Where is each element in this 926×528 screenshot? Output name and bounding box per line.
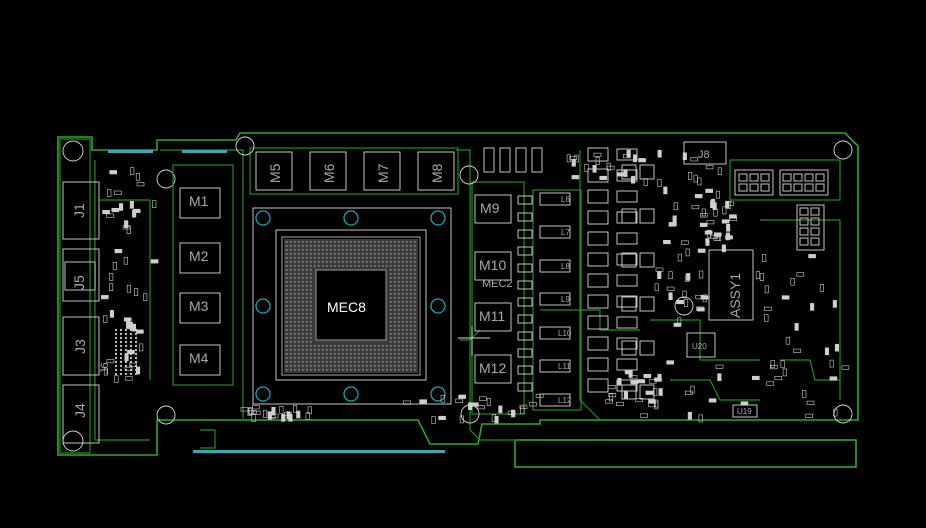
io-connector-j1: J1 [62,181,100,240]
gpu-label: MEC8 [327,299,366,315]
label-m8: M8 [429,163,445,183]
svg-text:U19: U19 [737,407,752,416]
label-m12: M12 [479,360,506,376]
gpu-mount-hole [343,210,359,226]
svg-text:L12: L12 [558,396,572,405]
svg-text:L10: L10 [558,329,572,338]
svg-text:L6: L6 [561,195,570,204]
label-m5: M5 [267,163,283,183]
label-m6: M6 [321,163,337,183]
gpu-mount-hole [255,210,271,226]
inductor-l6: L6 [539,192,571,206]
gpu-mount-hole [430,298,446,314]
label-m11: M11 [479,308,505,324]
memory-chip-m11: M11 [474,302,512,332]
assy-label: ASSY1 [727,273,743,318]
memory-chip-m12: M12 [474,354,512,384]
memory-chip-m1: M1 [179,187,221,219]
memory-row-top: M5 M6 M7 M8 [255,151,455,191]
label-j8: J8 [698,149,710,161]
inductor-column: L6 L7 L8 L9 L10 L11 L12 [532,189,582,411]
label-m10: M10 [479,257,506,273]
memory-chip-m5: M5 [255,151,293,191]
label-j1: J1 [71,203,87,218]
inductor-l12: L12 [539,393,572,407]
gpu-mount-hole [343,386,359,402]
memory-chip-m7: M7 [363,151,401,191]
io-connector-j5: J5 [62,248,100,302]
mec2-label: MEC2 [482,278,513,290]
vrm-components [483,147,655,400]
memory-chip-m6: M6 [309,151,347,191]
assy1-module: ASSY1 [708,249,754,321]
memory-chip-m9: M9 [474,194,512,224]
connector-j8: J8 [683,141,727,165]
ic-u20: U20 [686,332,716,358]
svg-text:L7: L7 [561,228,570,237]
memory-column-left: M1 M2 M3 M4 [172,164,234,386]
gpu-socket: MEC8 [252,207,452,405]
gpu-mount-hole [255,386,271,402]
memory-column-right: M9 M10 MEC2 M11 M12 [474,194,513,384]
inductor-l7: L7 [539,225,571,239]
memory-chip-m10: M10 [474,251,512,281]
passive-components [101,149,850,424]
memory-chip-m8: M8 [417,151,455,191]
svg-text:L9: L9 [561,295,570,304]
inductor-l11: L11 [539,359,571,373]
label-m3: M3 [189,298,209,314]
inductor-l8: L8 [539,259,571,273]
memory-chip-m2: M2 [179,242,221,274]
gpu-mount-hole [430,386,446,402]
inductor-l10: L10 [539,326,572,340]
power-connector-8pin [734,169,829,251]
label-j3: J3 [72,339,88,354]
label-m9: M9 [480,200,500,216]
pcie-edge-connector [108,150,445,453]
memory-chip-m3: M3 [179,292,221,324]
crosshair-marker [458,326,490,356]
label-m7: M7 [375,163,391,183]
svg-text:U20: U20 [692,342,707,351]
memory-chip-m4: M4 [179,344,221,376]
label-m2: M2 [189,248,209,264]
label-m1: M1 [189,193,209,209]
label-m4: M4 [189,350,209,366]
io-connector-j4: J4 [62,384,100,444]
label-j4: J4 [72,403,88,418]
inductor-l9: L9 [539,292,571,306]
gpu-mount-hole [255,298,271,314]
svg-text:L11: L11 [558,362,571,371]
label-j5: J5 [71,275,87,290]
ic-u19: U19 [732,404,758,418]
io-connector-j3: J3 [62,316,100,376]
svg-text:L8: L8 [561,262,570,271]
gpu-mount-hole [430,210,446,226]
